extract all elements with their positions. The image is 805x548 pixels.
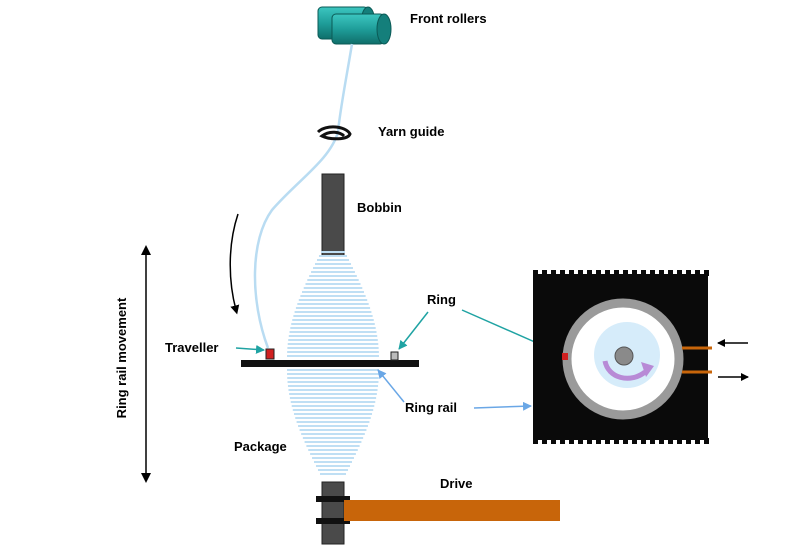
panel-edge-tooth — [578, 438, 583, 444]
yarn-guide — [316, 125, 352, 141]
bobbin — [321, 173, 345, 257]
panel-edge-tooth — [704, 438, 709, 444]
ring-post — [390, 351, 399, 361]
spindle-collar-lower — [316, 518, 350, 524]
spindle-collar-upper — [316, 496, 350, 502]
ring-rail-movement-label: Ring rail movement — [114, 297, 129, 418]
ring-label: Ring — [427, 292, 456, 307]
panel-edge-tooth — [686, 438, 691, 444]
drive-belt — [344, 500, 560, 521]
panel-edge-tooth — [695, 438, 700, 444]
panel-edge-tooth — [587, 438, 592, 444]
panel-edge-tooth — [569, 270, 574, 276]
ring-rail — [241, 360, 419, 367]
traveller-label: Traveller — [165, 340, 219, 355]
drive-label: Drive — [440, 476, 473, 491]
panel-edge-tooth — [560, 270, 565, 276]
panel-edge-tooth — [659, 270, 664, 276]
spindle — [321, 481, 345, 545]
panel-edge-tooth — [668, 270, 673, 276]
panel-edge-tooth — [659, 438, 664, 444]
panel-edge-tooth — [596, 270, 601, 276]
panel-edge-tooth — [641, 270, 646, 276]
panel-edge-tooth — [704, 270, 709, 276]
panel-edge-tooth — [686, 270, 691, 276]
panel-edge-tooth — [551, 438, 556, 444]
panel-edge-tooth — [596, 438, 601, 444]
panel-edge-tooth — [533, 438, 538, 444]
ring-rail-pointer-left — [377, 369, 405, 403]
panel-edge-tooth — [677, 438, 682, 444]
panel-edge-tooth — [578, 270, 583, 276]
panel-edge-tooth — [614, 438, 619, 444]
front-rollers-label: Front rollers — [410, 11, 487, 26]
panel-edge-tooth — [623, 438, 628, 444]
panel-edge-tooth — [605, 270, 610, 276]
panel-edge-tooth — [677, 270, 682, 276]
ring-rail-pointer-right — [473, 401, 532, 411]
panel-edge-tooth — [650, 270, 655, 276]
panel-edge-tooth — [641, 438, 646, 444]
panel-edge-tooth — [560, 438, 565, 444]
bobbin-label: Bobbin — [357, 200, 402, 215]
panel-edge-tooth — [632, 438, 637, 444]
panel-edge-tooth — [533, 270, 538, 276]
panel-edge-tooth — [614, 270, 619, 276]
panel-edge-tooth — [551, 270, 556, 276]
panel-edge-tooth — [587, 270, 592, 276]
yarn — [253, 43, 354, 349]
package — [287, 251, 379, 475]
panel-edge-tooth — [695, 270, 700, 276]
panel-edge-tooth — [542, 270, 547, 276]
panel-edge-tooth — [569, 438, 574, 444]
panel-edge-tooth — [668, 438, 673, 444]
panel-edge-tooth — [542, 438, 547, 444]
panel-edge-tooth — [623, 270, 628, 276]
rotation-direction-arrow — [229, 213, 240, 315]
yarn-guide-label: Yarn guide — [378, 124, 444, 139]
ring-rail-label: Ring rail — [405, 400, 457, 415]
package-label: Package — [234, 439, 287, 454]
panel-edge-tooth — [632, 270, 637, 276]
traveller-pointer — [235, 344, 265, 354]
panel-edge-tooth — [650, 438, 655, 444]
ring-pointer-left — [398, 311, 429, 350]
traveller — [265, 348, 275, 360]
ring-top-view — [533, 270, 712, 444]
front-rollers — [317, 6, 392, 45]
panel-edge-tooth — [605, 438, 610, 444]
